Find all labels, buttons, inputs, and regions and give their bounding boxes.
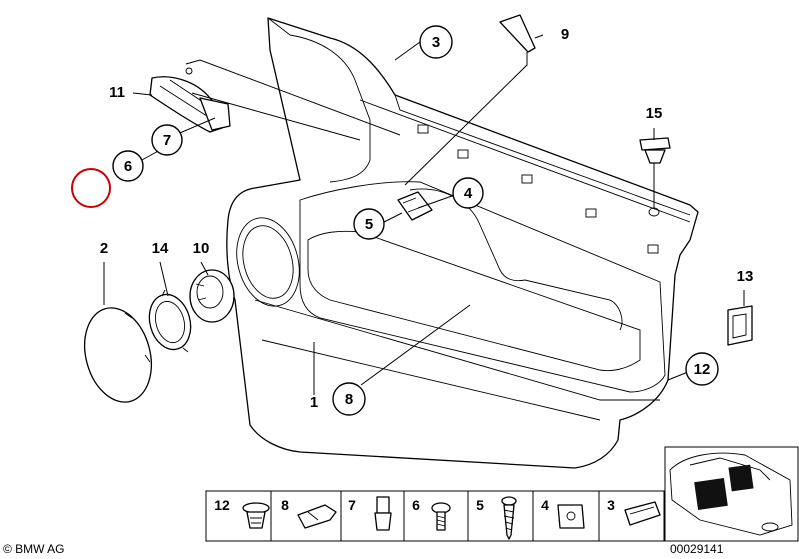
fastener-8-icon <box>297 504 337 529</box>
part-2-speaker-cover <box>84 307 152 403</box>
legend-label-5: 5 <box>476 497 484 513</box>
callouts: 3 9 11 7 6 15 4 5 2 14 10 13 12 8 1 <box>100 25 754 416</box>
fastener-6-icon <box>431 502 451 531</box>
legend-label-7: 7 <box>348 497 356 513</box>
callout-9: 9 <box>561 26 569 43</box>
highlight-circle <box>71 168 111 208</box>
part-14-speaker <box>148 289 192 353</box>
part-9-trim <box>499 14 536 53</box>
callout-2: 2 <box>100 240 108 257</box>
drawing-number: 00029141 <box>670 542 724 556</box>
callout-8: 8 <box>345 391 353 408</box>
part-10-ring <box>189 269 235 323</box>
callout-5: 5 <box>365 216 373 233</box>
callout-15: 15 <box>646 105 663 122</box>
callout-1: 1 <box>310 394 318 411</box>
legend-label-12: 12 <box>214 497 230 513</box>
door-panel <box>226 17 699 469</box>
fastener-5-icon <box>501 496 517 540</box>
callout-6: 6 <box>124 158 132 175</box>
fastener-4-icon <box>557 504 585 529</box>
callout-14: 14 <box>152 240 169 257</box>
part-11-inner-handle <box>149 67 231 133</box>
callout-12: 12 <box>694 361 711 378</box>
fastener-legend: 12 8 7 6 5 4 3 <box>205 490 665 542</box>
callout-3: 3 <box>432 34 440 51</box>
part-15-clip <box>639 137 671 164</box>
legend-label-6: 6 <box>412 497 420 513</box>
callout-11: 11 <box>109 84 125 101</box>
legend-label-4: 4 <box>541 497 549 513</box>
fastener-7-icon <box>374 496 392 531</box>
fastener-12-icon <box>242 502 270 529</box>
legend-label-8: 8 <box>281 497 289 513</box>
callout-13: 13 <box>737 268 754 285</box>
part-13-grommet <box>727 305 753 346</box>
fastener-3-icon <box>624 501 661 526</box>
callout-4: 4 <box>464 185 473 202</box>
legend-label-3: 3 <box>607 497 615 513</box>
callout-7: 7 <box>163 132 171 149</box>
callout-10: 10 <box>193 240 210 257</box>
leader-lines <box>103 34 745 395</box>
vehicle-location-thumbnail <box>664 446 799 542</box>
copyright-text: © BMW AG <box>3 542 65 556</box>
